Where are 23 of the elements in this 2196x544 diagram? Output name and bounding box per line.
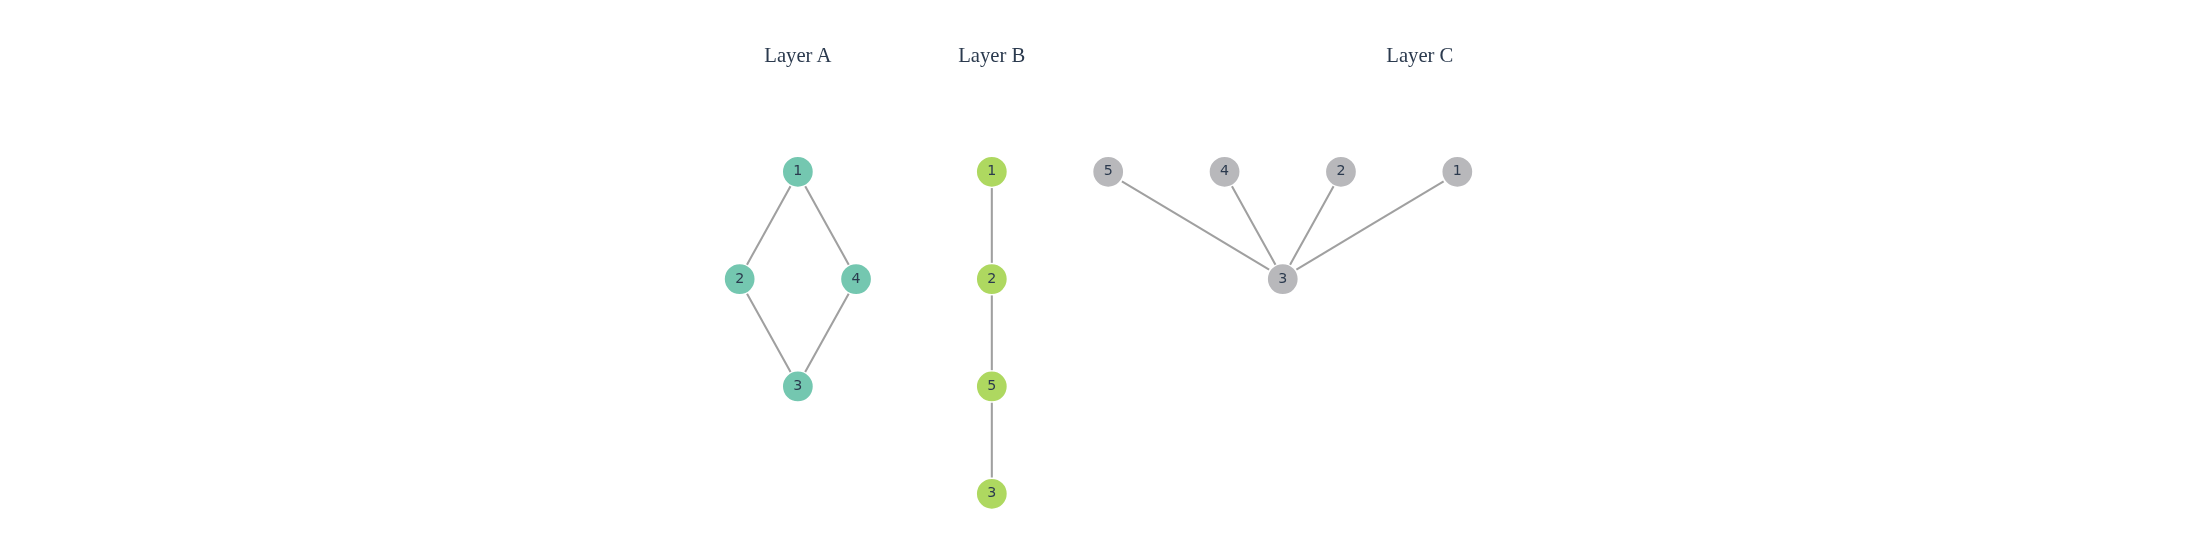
node-circle: 1 [973, 154, 1009, 190]
connector [1288, 185, 1334, 266]
connector [803, 293, 850, 373]
connector [1230, 185, 1276, 266]
connector [1295, 180, 1444, 271]
connector [990, 188, 993, 263]
connector [990, 295, 993, 371]
node-circle: 3 [973, 476, 1009, 512]
node-circle: 4 [1206, 154, 1242, 190]
node-circle: 1 [1439, 154, 1475, 190]
node-circle: 2 [1323, 154, 1358, 190]
connector [1120, 180, 1270, 271]
label: Layer C [1385, 44, 1453, 67]
node-circle: 2 [721, 261, 757, 297]
label: Layer B [957, 44, 1025, 67]
node-circle: 5 [1090, 154, 1126, 190]
node-circle: 4 [838, 261, 873, 297]
label: Layer A [763, 44, 831, 67]
node-circle: 5 [973, 368, 1009, 404]
connector [803, 185, 850, 266]
connector [745, 293, 791, 373]
connector [990, 402, 993, 478]
connector [745, 185, 791, 266]
